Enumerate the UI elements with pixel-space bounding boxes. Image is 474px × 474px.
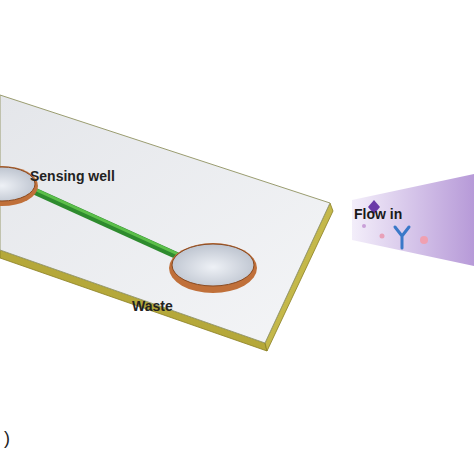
microchannel	[32, 190, 182, 258]
flow-label: Flow in	[354, 206, 402, 222]
part-label: Sensing well	[30, 168, 115, 184]
flow-cone: Flow in	[352, 174, 474, 266]
waste-well	[169, 243, 257, 293]
part-label: Waste	[132, 298, 173, 314]
microchannel	[32, 188, 182, 256]
panel-letter: )	[4, 428, 10, 449]
waste-well	[172, 244, 254, 286]
sensing-well	[0, 167, 35, 201]
glass-slide	[0, 95, 330, 343]
